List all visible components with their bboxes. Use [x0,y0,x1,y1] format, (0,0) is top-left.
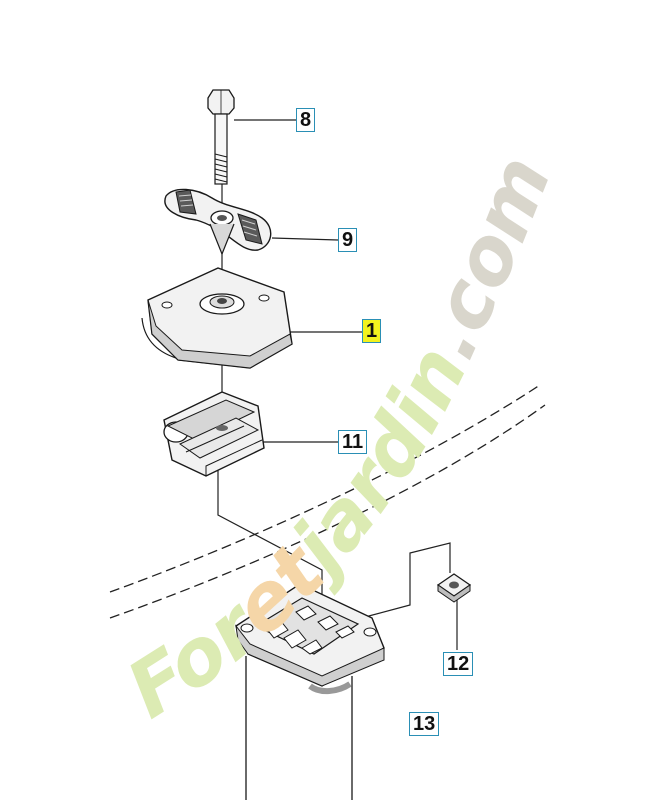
callout-9[interactable]: 9 [338,228,358,252]
dashed-guide-lower [109,404,546,619]
part-9-wing-knob [164,188,272,256]
callout-12[interactable]: 12 [443,652,474,676]
nut-connector-line [364,542,451,618]
part-11-split-clamp [163,391,265,477]
part-8-bolt [207,89,235,185]
callout-8[interactable]: 8 [296,108,316,132]
leader-9 [271,237,339,241]
part-13-lower-housing [235,583,385,800]
callout-11[interactable]: 11 [338,430,368,454]
callout-1[interactable]: 1 [362,319,382,343]
dashed-guide-upper [109,384,541,593]
callout-13[interactable]: 13 [409,712,440,736]
part-12-square-nut [436,573,472,603]
part-1-clamp-cover [141,267,293,369]
